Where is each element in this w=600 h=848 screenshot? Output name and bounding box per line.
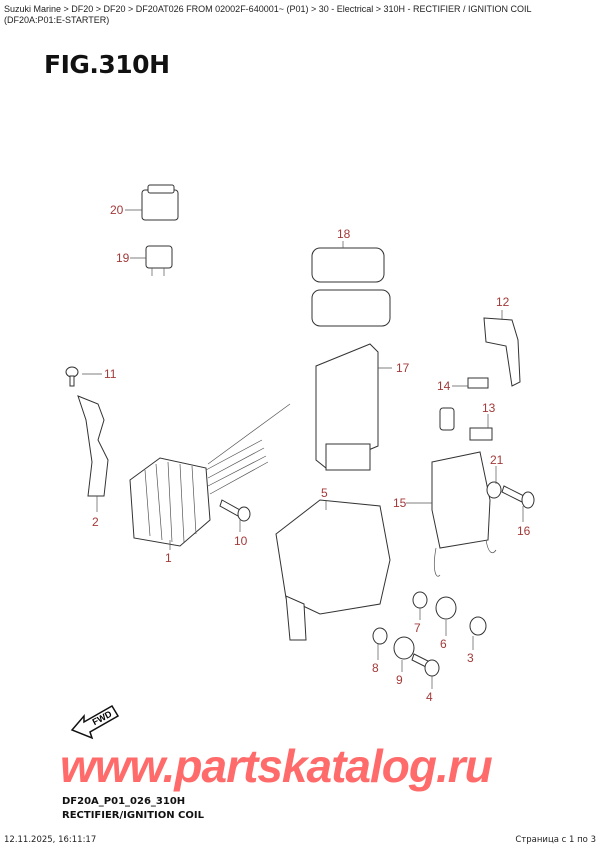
callout-10[interactable]: 10 [234,534,248,548]
callout-6[interactable]: 6 [440,637,447,651]
page-indicator: Страница с 1 по 3 [515,835,596,845]
callout-16[interactable]: 16 [517,524,531,538]
part-18-cover[interactable] [311,247,391,327]
part-20-relay[interactable] [141,184,179,221]
callout-15[interactable]: 15 [393,496,407,510]
callout-12[interactable]: 12 [496,295,510,309]
callout-5[interactable]: 5 [321,486,328,500]
print-datetime: 12.11.2025, 16:11:17 [4,835,97,845]
callout-7[interactable]: 7 [414,621,421,635]
part-1-rectifier[interactable] [129,403,291,547]
callout-17[interactable]: 17 [396,361,410,375]
callout-18[interactable]: 18 [337,227,351,241]
part-13-clamp[interactable] [469,427,493,441]
breadcrumb: Suzuki Marine > DF20 > DF20 > DF20AT026 … [4,4,532,25]
callout-9[interactable]: 9 [396,673,403,687]
part-9-collar[interactable] [393,636,415,660]
callout-20[interactable]: 20 [110,203,124,217]
callout-4[interactable]: 4 [426,690,433,704]
callout-1[interactable]: 1 [165,551,172,565]
part-10-bolt[interactable] [219,499,251,522]
part-2-bracket[interactable] [77,395,109,497]
diagram-code: DF20A_P01_026_310H [62,796,186,807]
callout-14[interactable]: 14 [437,379,451,393]
callout-8[interactable]: 8 [372,661,379,675]
callout-2[interactable]: 2 [92,515,99,529]
callout-21[interactable]: 21 [490,453,504,467]
callout-19[interactable]: 19 [116,251,130,265]
callout-11[interactable]: 11 [104,367,117,381]
part-14-clamp[interactable] [467,377,489,389]
part-15-ignition-coil[interactable] [431,407,497,577]
part-12-plug-cap[interactable] [483,317,521,387]
part-11-bolt[interactable] [65,366,79,387]
part-16-bolt[interactable] [501,485,535,509]
part-21-washer[interactable] [486,481,502,499]
diagram-description: RECTIFIER/IGNITION COIL [62,810,204,821]
fwd-arrow-icon: FWD [70,704,120,740]
callout-3[interactable]: 3 [467,651,474,665]
part-19-relay[interactable] [145,245,173,276]
part-4-bolt[interactable] [411,653,440,677]
part-17-control-unit[interactable] [315,343,379,471]
part-3-bolt[interactable] [469,616,487,636]
part-5-holder[interactable] [275,499,391,641]
part-7-grommet[interactable] [412,591,428,609]
figure-title: FIG.310H [44,50,170,79]
callout-13[interactable]: 13 [482,401,496,415]
watermark: www.partskatalog.ru [60,740,493,792]
part-6-collar[interactable] [435,596,457,620]
part-8-grommet[interactable] [372,627,388,645]
